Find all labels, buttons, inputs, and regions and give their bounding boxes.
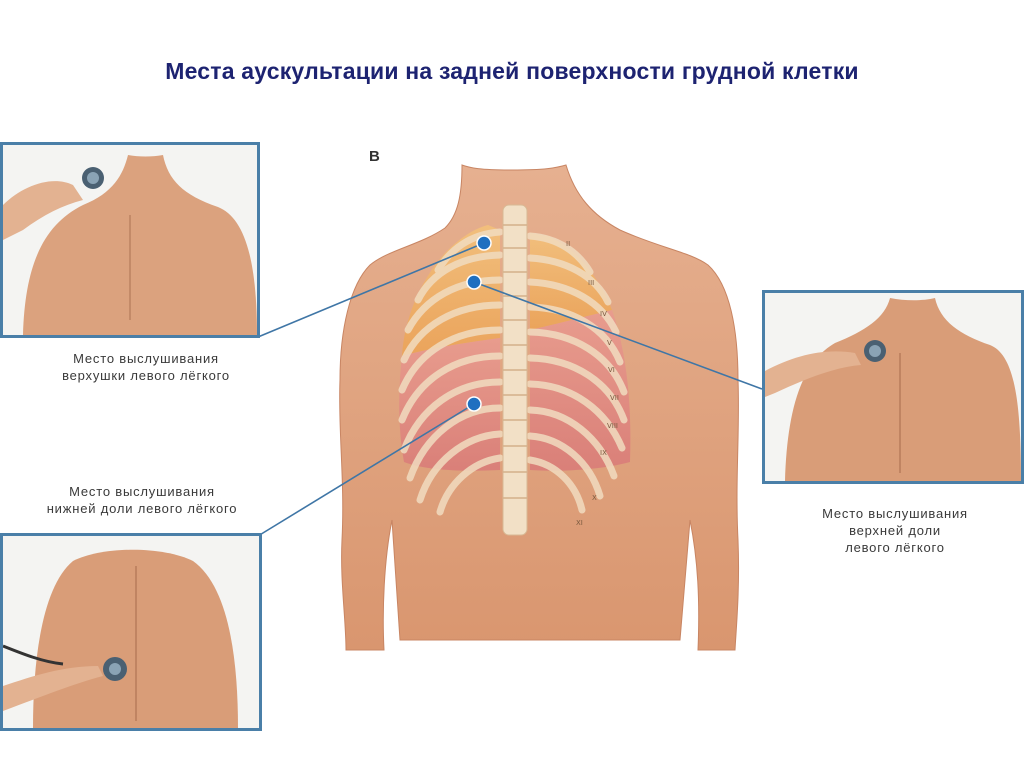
leader-line-upper-lobe [473,281,763,390]
photo-lower-lobe-auscultation [0,533,262,731]
label-lower-lobe-left-lung: Место выслушивания нижней доли левого лё… [46,484,238,516]
right-lung-lower-lobe [530,310,631,471]
ribs-left [398,228,504,516]
rib-numeral-10: X [592,494,597,502]
rib-numeral-2: II [566,240,570,248]
vertebrae [503,224,527,499]
auscultation-point-apex [476,235,492,251]
figure-letter: B [369,148,380,165]
label-upper-lobe-left-lung: Место выслушивания верхней доли левого л… [822,506,968,555]
rib-numeral-7: VII [610,394,619,402]
slide-title: Места аускультации на задней поверхности… [165,58,859,84]
photo-upper-lobe-auscultation [762,290,1024,484]
rib-numeral-8: VIII [607,422,618,430]
label-apex-left-lung: Место выслушивания верхушки левого лёгко… [62,351,230,383]
rib-numeral-9: IX [600,449,607,457]
leader-line-apex [257,242,485,338]
rib-numeral-3: III [588,279,594,287]
rib-numeral-5: V [607,339,612,347]
photo-apex-auscultation [0,142,260,338]
rib-numeral-4: IV [600,310,607,318]
auscultation-point-upper-lobe [466,274,482,290]
ribs-right [526,232,628,514]
auscultation-point-lower-lobe [466,396,482,412]
rib-numeral-6: VI [608,366,615,374]
rib-numeral-11: XI [576,519,583,527]
leader-line-lower-lobe [257,403,475,537]
